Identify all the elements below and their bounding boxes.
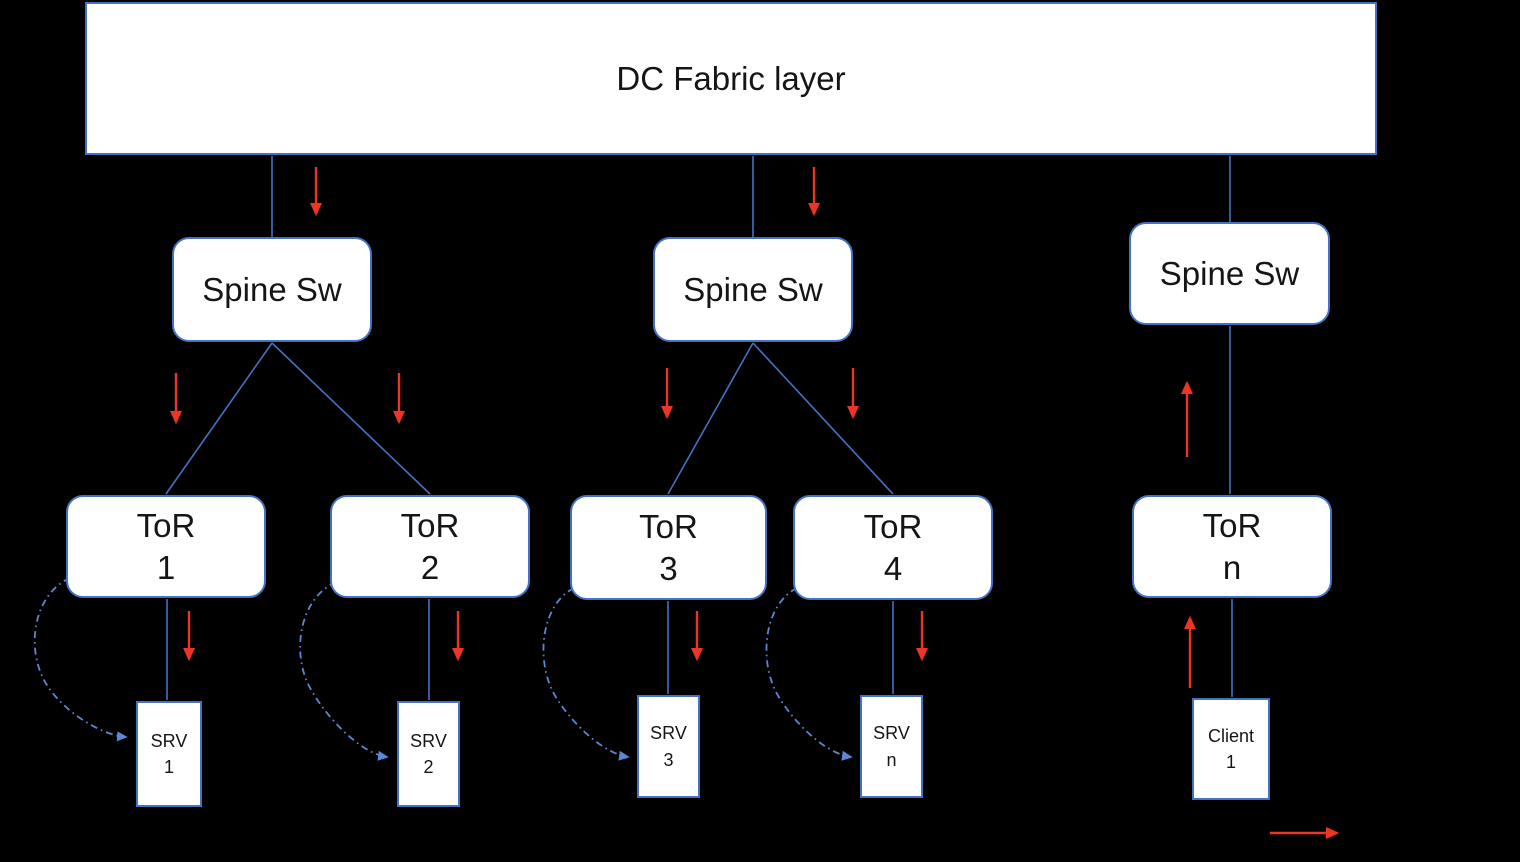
dashed-curve-tor1-srv1 bbox=[33, 577, 128, 742]
srv-n-node: SRV n bbox=[860, 695, 923, 798]
dc-fabric-layer-node: DC Fabric layer bbox=[85, 2, 1377, 155]
spine-sw-2-node: Spine Sw bbox=[653, 237, 853, 342]
client-1-id: 1 bbox=[1225, 752, 1236, 772]
tor-4-node: ToR 4 bbox=[793, 495, 993, 600]
dashed-curve-tor3-srv3 bbox=[542, 587, 630, 761]
srv-2-id: 2 bbox=[423, 757, 434, 777]
srv-2-label: SRV bbox=[410, 730, 447, 751]
tor-n-id: n bbox=[1222, 548, 1242, 586]
tor-3-id: 3 bbox=[659, 549, 678, 587]
spine-sw-1-label: Spine Sw bbox=[202, 270, 342, 308]
edge-spine1-tor2 bbox=[271, 342, 431, 495]
tor-3-node: ToR 3 bbox=[570, 495, 767, 600]
dashed-curve-tor4-srvn bbox=[765, 587, 853, 761]
srv-3-id: 3 bbox=[663, 749, 674, 770]
spine-sw-1-node: Spine Sw bbox=[172, 237, 372, 342]
spine-sw-2-label: Spine Sw bbox=[683, 270, 823, 308]
tor-1-id: 1 bbox=[156, 548, 176, 586]
tor-n-node: ToR n bbox=[1132, 495, 1332, 598]
srv-1-label: SRV bbox=[150, 730, 188, 751]
dc-fabric-layer-label: DC Fabric layer bbox=[616, 59, 846, 97]
tor-4-id: 4 bbox=[883, 549, 903, 587]
tor-1-node: ToR 1 bbox=[66, 495, 266, 598]
spine-sw-3-node: Spine Sw bbox=[1129, 222, 1330, 325]
client-1-node: Client 1 bbox=[1192, 698, 1270, 800]
tor-1-label: ToR bbox=[136, 507, 196, 545]
srv-1-id: 1 bbox=[163, 757, 174, 777]
spine-sw-3-label: Spine Sw bbox=[1159, 254, 1300, 292]
srv-n-label: SRV bbox=[873, 723, 910, 744]
tor-4-label: ToR bbox=[863, 508, 923, 546]
edge-spine1-tor1 bbox=[165, 342, 273, 495]
edge-spine2-tor3 bbox=[667, 342, 754, 495]
tor-3-label: ToR bbox=[639, 508, 698, 546]
edge-spine2-tor4 bbox=[752, 342, 894, 495]
tor-n-label: ToR bbox=[1202, 507, 1262, 545]
dashed-curve-tor2-srv2 bbox=[299, 581, 389, 761]
srv-3-label: SRV bbox=[650, 723, 687, 744]
tor-2-label: ToR bbox=[400, 507, 460, 545]
tor-2-id: 2 bbox=[420, 548, 440, 586]
srv-3-node: SRV 3 bbox=[637, 695, 700, 798]
tor-2-node: ToR 2 bbox=[330, 495, 530, 598]
srv-n-id: n bbox=[886, 749, 897, 770]
srv-1-node: SRV 1 bbox=[136, 701, 202, 807]
srv-2-node: SRV 2 bbox=[397, 701, 460, 807]
client-1-label: Client bbox=[1207, 725, 1255, 746]
